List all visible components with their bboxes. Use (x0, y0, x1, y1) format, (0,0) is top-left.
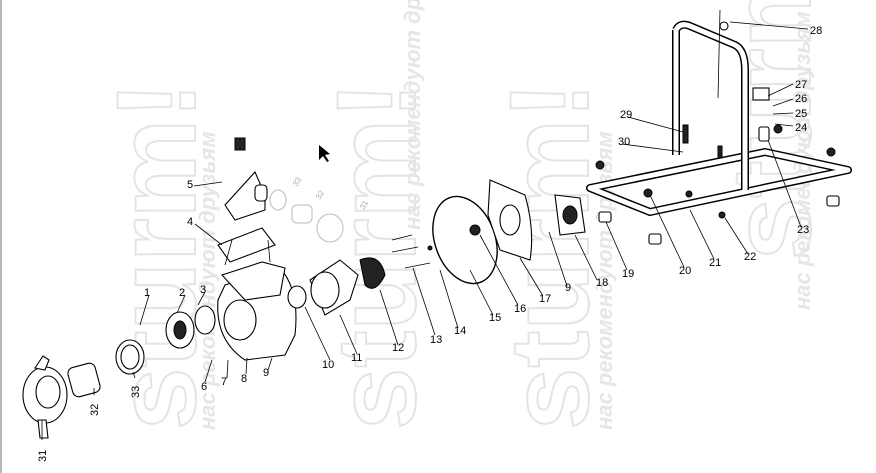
leader-lines (41, 21, 809, 440)
part-label-3: 3 (200, 284, 206, 296)
part-label-15: 15 (489, 312, 501, 324)
watermark-brand: sturm! (487, 82, 612, 430)
outlet-cover-part (224, 171, 266, 221)
part-labels: 1 2 3 4 5 6 7 8 9 10 11 12 13 14 15 16 1… (37, 25, 822, 462)
part-label-28: 28 (810, 25, 822, 37)
part-label-25: 25 (795, 108, 807, 120)
o-ring-part (287, 285, 307, 309)
part-label-20: 20 (679, 265, 691, 277)
watermark-slogan: нас рекомендуют друзьям (400, 0, 425, 230)
gasket-part (217, 227, 276, 263)
mouse-cursor-icon (319, 145, 330, 162)
watermark-brand: sturm! (314, 82, 439, 430)
part-label-9: 9 (263, 367, 269, 379)
part-label-23: 23 (797, 224, 809, 236)
part-label-1: 1 (144, 287, 150, 299)
part-label-18: 18 (596, 277, 608, 289)
part-label-7: 7 (221, 376, 227, 388)
mechanical-seal-part (469, 224, 481, 236)
part-label-9b: 9 (565, 282, 571, 294)
part-label-29: 29 (620, 109, 632, 121)
left-border (0, 0, 2, 473)
part-label-2: 2 (179, 287, 185, 299)
part-label-33: 33 (130, 386, 142, 398)
part-label-6: 6 (201, 381, 207, 393)
part-label-27: 27 (795, 79, 807, 91)
part-label-13: 13 (430, 334, 442, 346)
part-label-11: 11 (351, 352, 362, 364)
part-label-26: 26 (795, 93, 807, 105)
part-label-32: 32 (89, 404, 101, 416)
part-label-8: 8 (241, 373, 247, 385)
part-label-16: 16 (514, 303, 526, 315)
part-label-10: 10 (322, 359, 334, 371)
impeller-part (359, 257, 386, 289)
part-label-31: 31 (37, 450, 49, 462)
pump-parts (22, 137, 840, 439)
part-label-19: 19 (622, 268, 634, 280)
secondary-label-33: 33 (291, 175, 304, 188)
part-label-5: 5 (187, 179, 193, 191)
part-label-14: 14 (454, 325, 466, 337)
part-label-17: 17 (539, 293, 551, 305)
part-label-30: 30 (618, 136, 630, 148)
part-label-21: 21 (709, 257, 721, 269)
rubber-foot-part (598, 211, 612, 223)
hose-adapter-part (67, 362, 101, 398)
part-label-4: 4 (187, 216, 193, 228)
watermark-slogan: нас рекомендуют друзьям (195, 131, 220, 430)
watermark-brand: sturm! (94, 82, 219, 430)
part-label-24: 24 (795, 122, 807, 134)
frame-parts (586, 9, 852, 219)
part-label-22: 22 (744, 251, 756, 263)
part-label-12: 12 (392, 342, 404, 354)
